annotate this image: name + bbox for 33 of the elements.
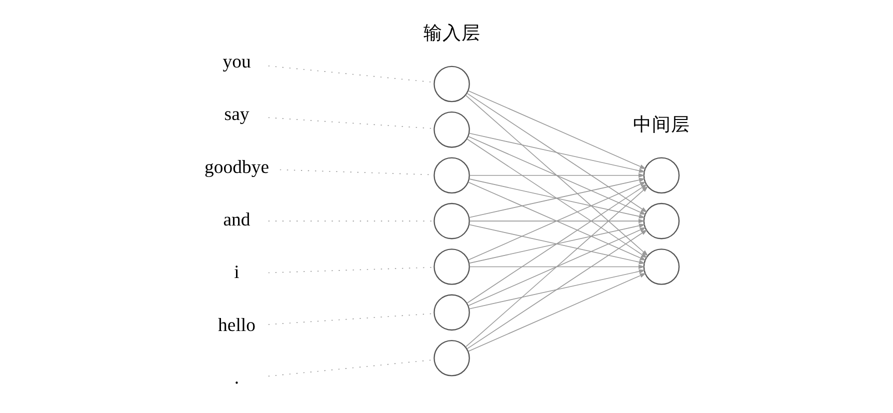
node-circle xyxy=(434,339,470,376)
node-text: say xyxy=(224,104,250,125)
arrow xyxy=(465,94,648,256)
arrow xyxy=(468,268,646,309)
node-circle xyxy=(434,202,470,239)
arrow xyxy=(466,138,648,258)
node-text: . xyxy=(234,367,240,388)
arrow xyxy=(468,226,646,306)
arrow xyxy=(466,229,648,349)
node-circle xyxy=(643,202,680,239)
arrow xyxy=(468,136,646,214)
arrow xyxy=(468,90,646,169)
arrow xyxy=(468,132,646,172)
arrow xyxy=(466,183,648,304)
node-circle xyxy=(434,156,470,194)
node-text: i xyxy=(234,262,240,283)
node-text: you xyxy=(222,50,251,72)
node-circle xyxy=(434,294,470,330)
node-circle xyxy=(434,65,470,102)
node-text: and xyxy=(223,209,250,230)
arrow xyxy=(466,92,648,212)
arrow xyxy=(468,272,646,352)
arrow xyxy=(469,264,645,268)
connector xyxy=(268,266,434,273)
node-text: hello xyxy=(218,314,256,336)
node-text: goodbye xyxy=(204,156,270,178)
node-circle xyxy=(434,111,470,148)
node-circle xyxy=(434,248,470,284)
arrow xyxy=(469,172,645,178)
label: 中间层 xyxy=(632,114,690,136)
arrow xyxy=(469,218,645,223)
label: 输入层 xyxy=(423,22,480,44)
arrow xyxy=(465,186,648,347)
